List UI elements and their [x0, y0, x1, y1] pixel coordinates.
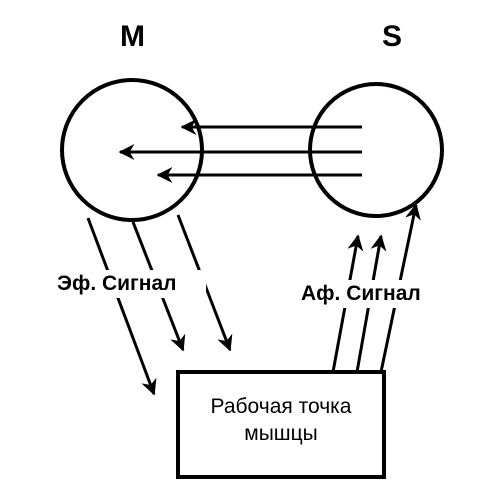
box-line-2: мышцы	[244, 422, 318, 445]
muscle-box-text: Рабочая точка мышцы	[180, 393, 382, 447]
efferent-signal-label: Эф. Сигнал	[57, 272, 177, 295]
box-line-1: Рабочая точка	[210, 395, 352, 418]
master-circle	[60, 78, 204, 222]
master-label: M	[120, 20, 145, 53]
slave-label: S	[382, 20, 403, 53]
slave-circle	[308, 82, 444, 218]
muscle-box	[176, 370, 386, 479]
efferent-line-1	[86, 217, 157, 396]
afferent-signal-label: Аф. Сигнал	[301, 282, 421, 305]
